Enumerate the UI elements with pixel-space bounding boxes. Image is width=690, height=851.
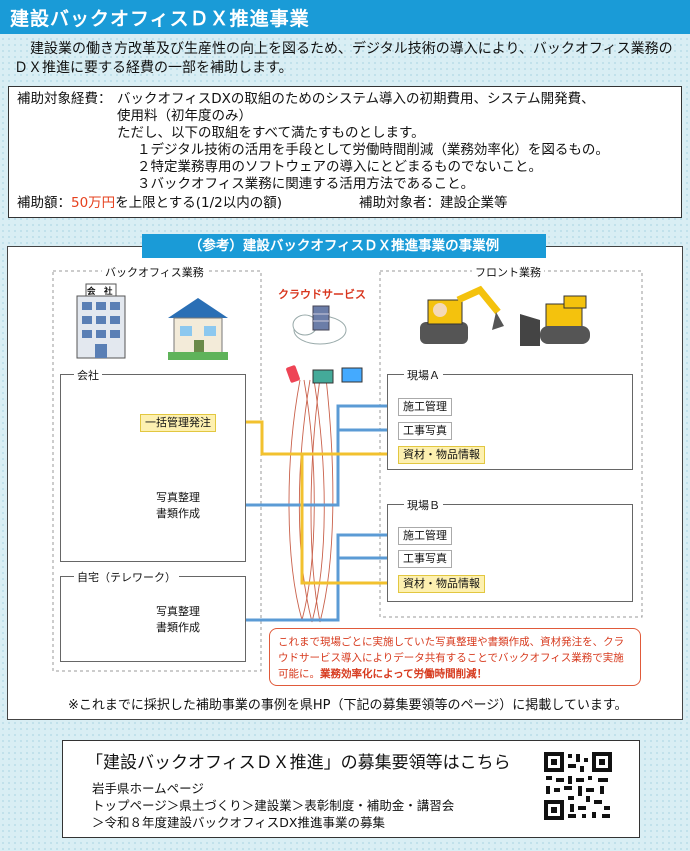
- siteA-label: 現場Ａ: [404, 367, 443, 383]
- example-title: （参考）建設バックオフィスＤＸ推進事業の事業例: [142, 234, 546, 258]
- siteA-tag-construction: 施工管理: [398, 398, 452, 416]
- home-tag-docs: 書類作成: [156, 621, 200, 634]
- amount-value: 50万円: [71, 195, 116, 211]
- company-tag-order: 一括管理発注: [140, 414, 216, 432]
- cloud-label: クラウドサービス: [278, 288, 366, 301]
- condition-intro: ただし、以下の取組をすべて満たすものとします。: [117, 125, 425, 141]
- expense-line2: 使用料（初年度のみ）: [117, 108, 252, 124]
- cloud-loops: [288, 377, 334, 623]
- front-label: フロント業務: [472, 264, 544, 280]
- company-tag-docs: 書類作成: [156, 507, 200, 520]
- home-panel: [60, 576, 246, 662]
- building-icon: [76, 283, 126, 359]
- effect-note: これまで現場ごとに実施していた写真整理や書類作成、資材発注を、クラウドサービス導…: [269, 628, 641, 686]
- siteA-tag-materials: 資材・物品情報: [398, 446, 485, 464]
- expense-label: 補助対象経費：: [17, 91, 112, 107]
- front-panel: [379, 270, 643, 618]
- home-label: 自宅（テレワーク）: [74, 569, 179, 585]
- info-path2[interactable]: ＞令和８年度建設バックオフィスDX推進事業の募集: [92, 815, 385, 830]
- target-text: 補助対象者：建設企業等: [359, 195, 508, 211]
- qr-code[interactable]: [542, 750, 614, 822]
- condition-1: １デジタル技術の活用を手段として労働時間削減（業務効率化）を図るもの。: [137, 142, 609, 158]
- example-caption: ※これまでに採択した補助事業の事例を県HP（下記の募集要領等のページ）に掲載して…: [68, 698, 628, 713]
- subsidy-box: 補助対象経費： バックオフィスDXの取組のためのシステム導入の初期費用、システム…: [8, 86, 682, 218]
- intro-text: 建設業の働き方改革及び生産性の向上を図るため、デジタル技術の導入により、バックオ…: [14, 41, 673, 76]
- page-title: 建設バックオフィスＤＸ推進事業: [10, 8, 310, 30]
- home-tag-photo: 写真整理: [156, 605, 200, 618]
- qr-code-graphic: [542, 750, 614, 822]
- effect-note-text: これまで現場ごとに実施していた写真整理や書類作成、資材発注を、クラウドサービス導…: [278, 636, 625, 680]
- cloud-icon: [292, 305, 347, 345]
- siteB-tag-materials: 資材・物品情報: [398, 575, 485, 593]
- amount-suffix: を上限とする(1/2以内の額): [115, 195, 283, 211]
- company-panel: [60, 374, 246, 562]
- bulldozer-icon: [520, 295, 590, 346]
- backoffice-label: バックオフィス業務: [102, 264, 207, 280]
- info-site: 岩手県ホームページ: [92, 781, 204, 796]
- company-label: 会社: [74, 367, 102, 383]
- company-tag-photo: 写真整理: [156, 491, 200, 504]
- excavator-icon: [420, 285, 504, 344]
- siteB-tag-construction: 施工管理: [398, 527, 452, 545]
- condition-3: ３バックオフィス業務に関連する活用方法であること。: [137, 176, 475, 192]
- condition-2: ２特定業務専用のソフトウェアの導入にとどまるものでないこと。: [137, 159, 542, 175]
- blue-flows: [222, 404, 392, 622]
- house-icon: [168, 298, 228, 360]
- building-sign: 会 社: [87, 287, 113, 297]
- siteB-label: 現場Ｂ: [404, 497, 443, 513]
- amount-row: 補助額：50万円を上限とする(1/2以内の額): [17, 195, 282, 212]
- siteB-tag-photo: 工事写真: [398, 550, 452, 568]
- siteA-tag-photo: 工事写真: [398, 422, 452, 440]
- info-path1[interactable]: トップページ＞県土づくり＞建設業＞表彰制度・補助金・講習会: [92, 798, 455, 813]
- devices-icon: [286, 365, 363, 384]
- title-bar: 建設バックオフィスＤＸ推進事業: [0, 0, 690, 34]
- amount-label: 補助額：: [17, 195, 71, 211]
- effect-note-emphasis: 業務効率化によって労働時間削減！: [320, 668, 488, 680]
- info-title: 「建設バックオフィスＤＸ推進」の募集要領等はこちら: [86, 753, 511, 773]
- expense-line1: バックオフィスDXの取組のためのシステム導入の初期費用、システム開発費、: [117, 91, 595, 107]
